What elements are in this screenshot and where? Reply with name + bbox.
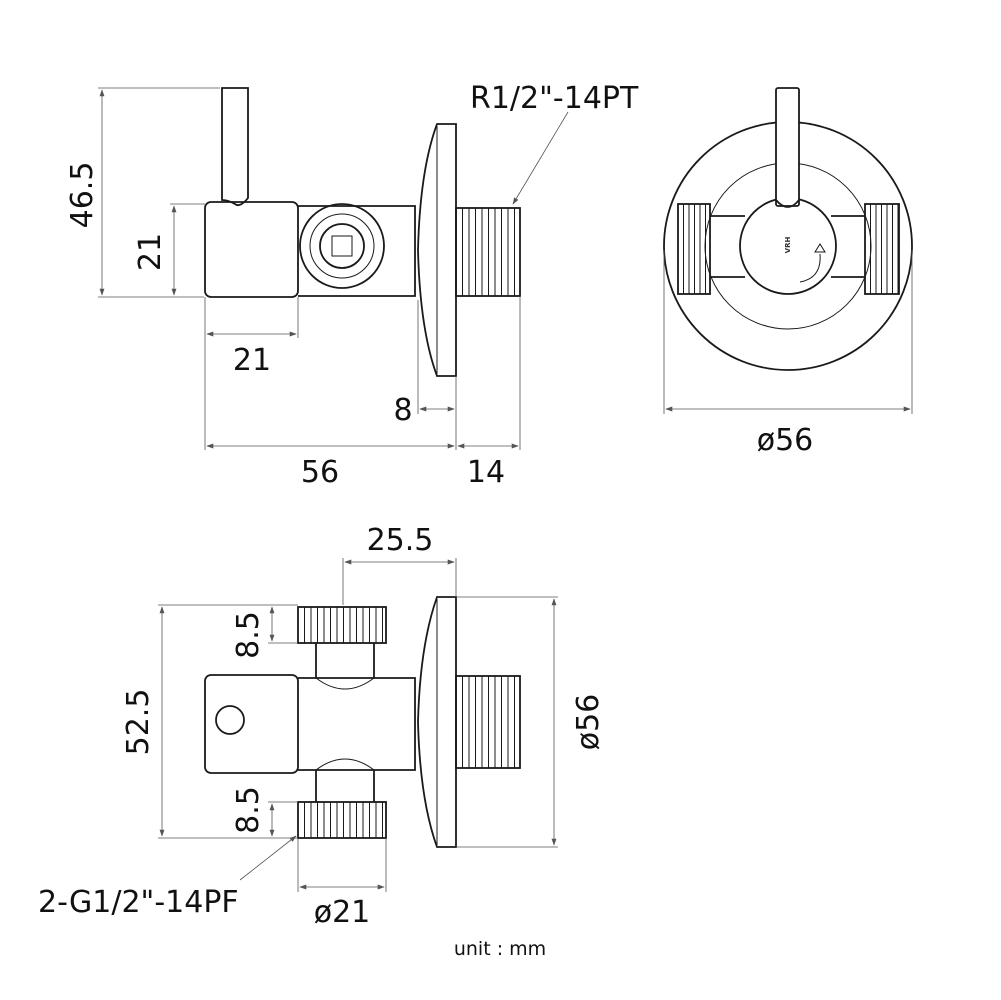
rotate-arrow-icon xyxy=(799,253,821,283)
dim-body-height-label: 21 xyxy=(133,233,168,271)
side-view-body xyxy=(204,201,299,298)
dim-body-width-label: 21 xyxy=(233,343,271,378)
dim-body-height: 21 xyxy=(133,203,205,296)
dim-top-thread-lower: 8.5 xyxy=(231,786,298,837)
dim-front-diameter: ø56 xyxy=(663,250,913,458)
front-view: VRH ø56 xyxy=(663,87,913,458)
dim-inlet-diameter: ø21 xyxy=(297,838,387,930)
dim-side-length: 56 xyxy=(206,443,455,490)
top-view-flange xyxy=(417,596,457,848)
dim-top-overall-height: 52.5 xyxy=(121,604,298,839)
front-view-handle xyxy=(775,87,800,207)
dim-body-width: 21 xyxy=(204,297,299,450)
dim-top-overall-height-label: 52.5 xyxy=(121,689,156,756)
side-view-pipe xyxy=(298,205,416,297)
side-view-flange xyxy=(417,123,457,377)
dim-top-thread-upper: 8.5 xyxy=(231,606,298,659)
dim-flange-gap-label: 8 xyxy=(393,393,412,428)
side-view: 46.5 21 21 8 56 14 R xyxy=(65,81,639,490)
dim-side-length-label: 56 xyxy=(301,455,339,490)
top-view-outlet-thread xyxy=(455,675,521,769)
dim-top-thread-upper-label: 8.5 xyxy=(231,611,266,659)
side-view-port xyxy=(299,203,385,289)
side-view-outlet-thread xyxy=(455,207,521,297)
top-view-handle-hole xyxy=(215,705,245,735)
inlet-thread-callout: 2-G1/2"-14PF xyxy=(38,835,297,920)
dim-outlet-length: 14 xyxy=(457,296,521,490)
top-view-lower-thread xyxy=(297,801,387,839)
dim-top-flange-diameter: ø56 xyxy=(456,596,606,848)
top-view: 25.5 52.5 8.5 8.5 ø56 ø21 xyxy=(38,523,606,930)
front-view-right-thread xyxy=(864,203,900,295)
dim-top-offset-label: 25.5 xyxy=(367,523,434,558)
dim-inlet-diameter-label: ø21 xyxy=(314,895,371,930)
dim-outlet-length-label: 14 xyxy=(467,455,505,490)
front-view-left-thread xyxy=(677,203,711,295)
top-view-body xyxy=(204,674,299,774)
dim-front-diameter-label: ø56 xyxy=(757,423,814,458)
dim-top-thread-lower-label: 8.5 xyxy=(231,786,266,834)
unit-note: unit : mm xyxy=(454,938,546,960)
dim-top-flange-diameter-label: ø56 xyxy=(571,694,606,751)
outlet-thread-label: R1/2"-14PT xyxy=(470,81,639,116)
dim-handle-height: 46.5 xyxy=(65,87,220,298)
dim-flange-gap: 8 xyxy=(393,300,457,450)
top-view-upper-thread xyxy=(297,606,387,644)
dim-handle-height-label: 46.5 xyxy=(65,162,100,229)
outlet-thread-callout: R1/2"-14PT xyxy=(470,81,639,205)
logo-text: VRH xyxy=(784,237,792,254)
inlet-thread-label: 2-G1/2"-14PF xyxy=(38,885,239,920)
side-view-handle xyxy=(221,87,249,207)
dim-top-offset: 25.5 xyxy=(342,523,457,605)
